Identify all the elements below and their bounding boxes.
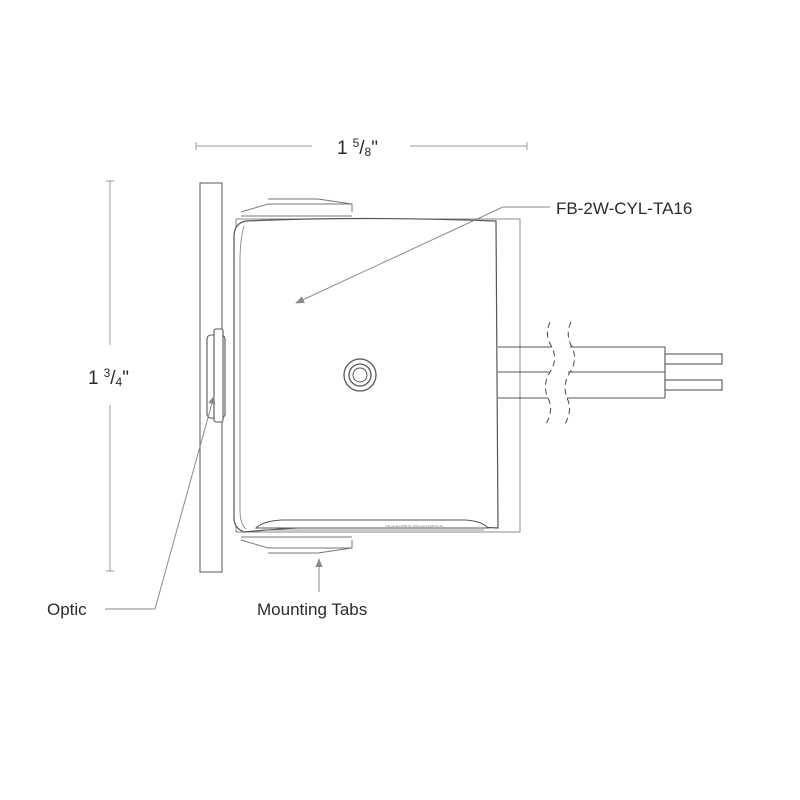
optic-label: Optic [47,600,87,619]
width-whole: 1 [337,138,348,159]
optic-leader-arrow [154,395,216,610]
height-unit: " [122,368,129,389]
optic-lens [206,328,226,423]
optic-callout: Optic [47,395,216,619]
wire-lead-top [664,353,723,365]
break-line-right [564,321,576,425]
cylinder-left-edge [239,225,247,530]
height-whole: 1 [88,368,99,389]
height-denominator: 4 [116,375,123,389]
wire-lead-bottom [664,379,723,391]
model-callout: FB-2W-CYL-TA16 [295,199,692,304]
width-slash: / [359,138,365,159]
height-slash: / [110,368,116,389]
optic-lens-inner [213,328,224,423]
top-mounting-tab [240,198,353,217]
center-screw [343,358,377,392]
mounting-tabs-label: Mounting Tabs [257,600,367,619]
width-unit: " [371,138,378,159]
width-denominator: 8 [365,145,372,159]
wire-assembly [498,321,723,425]
height-numerator: 3 [104,366,111,380]
width-numerator: 5 [353,136,360,150]
bottom-mounting-tab [240,536,353,554]
model-leader-arrow [295,206,504,304]
model-label: FB-2W-CYL-TA16 [556,199,692,218]
label-strip: The serial 12345 for 1234 and 12345 for … [254,519,490,531]
break-line-left [544,321,556,425]
label-strip-text: The serial 12345 for 1234 and 12345 for … [385,524,443,528]
mounting-tabs-callout: Mounting Tabs [257,558,367,619]
